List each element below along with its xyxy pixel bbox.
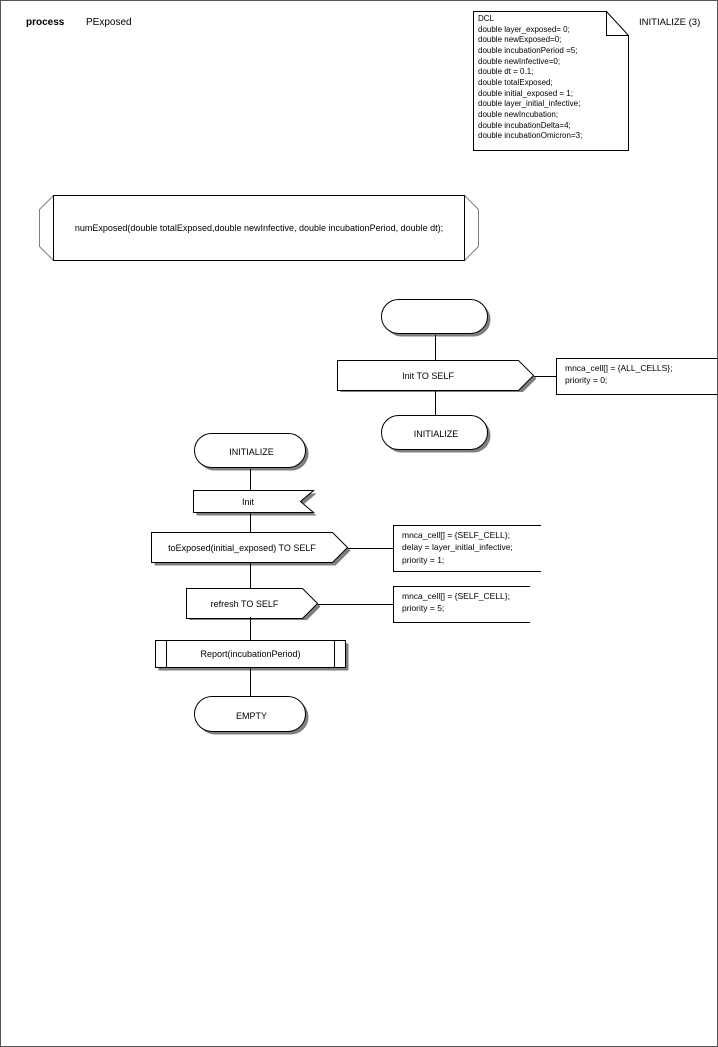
end-state-empty-shape[interactable]: EMPTY	[194, 696, 309, 736]
procedure-call-icon	[155, 640, 349, 671]
note-folded-corner-icon	[473, 11, 629, 151]
comment-note-upper-text: mnca_cell[] = {ALL_CELLS}; priority = 0;	[565, 363, 673, 386]
comment-note-toexposed-text: mnca_cell[] = {SELF_CELL}; delay = layer…	[402, 530, 513, 565]
bracket-note-icon	[393, 586, 530, 623]
connector-start-to-output	[435, 335, 436, 361]
input-init-shape[interactable]: Init	[193, 490, 317, 517]
comment-note-toexposed[interactable]: mnca_cell[] = {SELF_CELL}; delay = layer…	[393, 525, 541, 572]
process-keyword: process	[26, 17, 65, 28]
declaration-note-text: DCL double layer_exposed= 0; double newE…	[478, 14, 583, 141]
start-state-shape[interactable]	[381, 299, 491, 337]
rounded-state-icon	[194, 696, 309, 735]
comment-link-upper	[534, 376, 557, 377]
page-title: PExposed	[86, 17, 132, 28]
bracket-note-icon	[393, 525, 541, 572]
connector-input-to-output1	[250, 513, 251, 535]
comment-link-toexposed	[348, 548, 394, 549]
output-refresh-shape[interactable]: refresh TO SELF	[186, 588, 321, 620]
comment-note-upper[interactable]: mnca_cell[] = {ALL_CELLS}; priority = 0;	[556, 358, 717, 395]
rounded-state-icon	[194, 433, 309, 471]
output-init-to-self-shape[interactable]: Init TO SELF	[337, 360, 537, 392]
connector-state-to-input	[250, 469, 251, 493]
procedure-declaration-box[interactable]: numExposed(double totalExposed,double ne…	[39, 195, 479, 261]
bracket-note-icon	[556, 358, 717, 395]
declaration-note[interactable]: DCL double layer_exposed= 0; double newE…	[473, 11, 629, 151]
procedure-frame	[39, 195, 479, 261]
connector-output-to-state	[435, 390, 436, 416]
send-signal-icon	[186, 588, 321, 620]
connector-output1-to-output2	[250, 563, 251, 589]
connector-call-to-end-state	[250, 668, 251, 697]
output-toexposed-shape[interactable]: toExposed(initial_exposed) TO SELF	[151, 532, 351, 566]
receive-signal-icon	[193, 490, 317, 516]
comment-note-refresh-text: mnca_cell[] = {SELF_CELL}; priority = 5;	[402, 591, 510, 614]
send-signal-icon	[337, 360, 537, 392]
comment-note-refresh[interactable]: mnca_cell[] = {SELF_CELL}; priority = 5;	[393, 586, 530, 623]
comment-link-refresh	[318, 604, 394, 605]
nextstate-initialize-shape[interactable]: INITIALIZE	[381, 415, 491, 453]
rounded-state-icon	[381, 415, 491, 453]
connector-output2-to-call	[250, 617, 251, 641]
state-counter-label: INITIALIZE (3)	[639, 17, 701, 28]
procedure-call-report-shape[interactable]: Report(incubationPeriod)	[155, 640, 349, 671]
procedure-signature-label: numExposed(double totalExposed,double ne…	[74, 223, 444, 233]
state-initialize-shape[interactable]: INITIALIZE	[194, 433, 309, 471]
rounded-state-icon	[381, 299, 491, 337]
send-signal-icon	[151, 532, 351, 566]
